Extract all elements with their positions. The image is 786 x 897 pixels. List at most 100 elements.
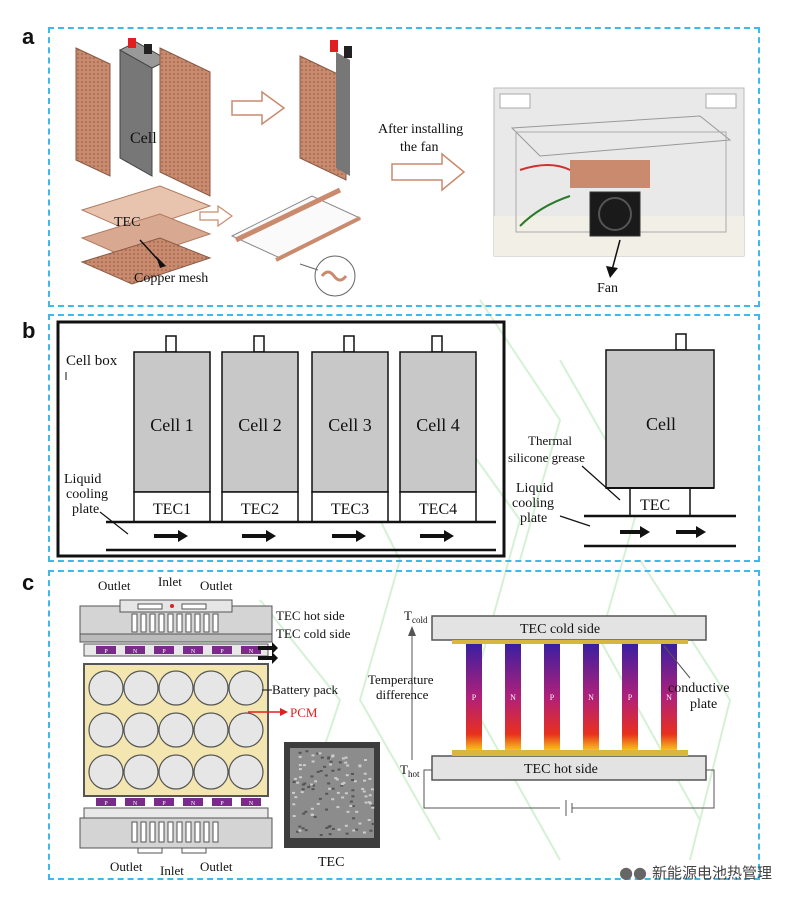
right-lcp-line1: Liquid bbox=[516, 481, 553, 496]
battery-cell bbox=[158, 670, 194, 706]
tec-block-1 bbox=[133, 491, 211, 523]
cell-body bbox=[118, 38, 170, 177]
pn-element bbox=[241, 646, 261, 654]
photo-texture bbox=[309, 783, 313, 786]
flow-arrow bbox=[242, 530, 276, 542]
photo-texture bbox=[303, 782, 307, 785]
photo-texture bbox=[328, 833, 332, 836]
photo-texture bbox=[329, 763, 333, 766]
photo-texture bbox=[293, 777, 297, 780]
fin bbox=[176, 821, 183, 843]
photo-texture bbox=[310, 813, 314, 816]
cell-label-3: Cell 3 bbox=[328, 415, 372, 435]
photo-texture bbox=[329, 760, 333, 763]
battery-cell bbox=[228, 670, 264, 706]
outlet-top-right: Outlet bbox=[200, 578, 233, 593]
conductive-line1: conductive bbox=[668, 681, 729, 696]
battery-cell bbox=[123, 670, 159, 706]
photo-texture bbox=[355, 810, 359, 813]
photo-texture bbox=[346, 810, 350, 813]
photo-texture bbox=[316, 752, 320, 755]
tec-label-3: TEC3 bbox=[331, 501, 369, 518]
outlet-bottom-left: Outlet bbox=[110, 859, 143, 874]
photo-texture bbox=[296, 830, 300, 833]
photo-texture bbox=[319, 769, 323, 772]
fin bbox=[158, 821, 165, 843]
photo-texture bbox=[337, 768, 341, 771]
fin bbox=[131, 613, 138, 633]
pcm-label: PCM bbox=[290, 705, 318, 720]
copper-plate-left bbox=[75, 47, 111, 177]
flow-arrows bbox=[154, 530, 454, 542]
photo-texture bbox=[338, 761, 342, 764]
photo-texture bbox=[350, 772, 354, 775]
tec-hot-side-label: TEC hot side bbox=[276, 608, 345, 623]
tec-leg-label: P bbox=[472, 693, 477, 702]
photo-texture bbox=[331, 769, 335, 772]
t-hot-label: Thot bbox=[400, 762, 420, 779]
pn-element bbox=[154, 646, 174, 654]
photo-texture bbox=[349, 800, 353, 803]
panel-b bbox=[48, 314, 760, 562]
photo-texture bbox=[323, 765, 327, 768]
photo-texture bbox=[344, 792, 348, 795]
photo-texture bbox=[314, 780, 318, 783]
pn-element bbox=[212, 798, 232, 806]
photo-texture bbox=[346, 764, 350, 767]
photo-texture bbox=[302, 764, 306, 767]
photo-texture bbox=[364, 795, 368, 798]
photo-texture bbox=[328, 787, 332, 790]
conductive-line2: plate bbox=[690, 697, 717, 712]
photo-texture bbox=[340, 784, 344, 787]
hollow-arrow-1 bbox=[231, 90, 286, 126]
tec-leg bbox=[505, 644, 521, 750]
photo-texture bbox=[298, 829, 302, 832]
flow-arrow bbox=[332, 530, 366, 542]
photo-texture bbox=[361, 787, 365, 790]
photo-texture bbox=[325, 792, 329, 795]
photo-texture bbox=[336, 806, 340, 809]
pn-label: N bbox=[191, 649, 196, 655]
photo-texture bbox=[345, 832, 349, 835]
photo-texture bbox=[311, 760, 315, 763]
battery-cell bbox=[158, 754, 194, 790]
photo-texture bbox=[364, 759, 368, 762]
outlet-bottom-right: Outlet bbox=[200, 859, 233, 874]
photo-texture bbox=[335, 778, 339, 781]
tec-label-2: TEC2 bbox=[241, 501, 279, 518]
tec-leg bbox=[466, 644, 482, 750]
cell-label-a: Cell bbox=[130, 130, 157, 147]
panel-c-label: c bbox=[22, 570, 35, 595]
fin bbox=[176, 613, 183, 633]
fin bbox=[167, 613, 174, 633]
photo-texture bbox=[300, 791, 304, 794]
watermark-text: 新能源电池热管理 bbox=[651, 864, 772, 882]
tec-photo-label: TEC bbox=[318, 855, 344, 870]
cell-body-2 bbox=[221, 351, 299, 493]
photo-texture bbox=[362, 831, 366, 834]
tec-label-1: TEC1 bbox=[153, 501, 191, 518]
fin bbox=[212, 613, 219, 633]
pn-label: N bbox=[133, 801, 138, 807]
photo-texture bbox=[351, 789, 355, 792]
fan-label: Fan bbox=[597, 281, 618, 296]
panel-a-label: a bbox=[22, 24, 35, 49]
photo-texture bbox=[294, 796, 298, 799]
assembled-cell bbox=[299, 40, 352, 181]
photo-texture bbox=[298, 764, 302, 767]
photo-texture bbox=[316, 770, 320, 773]
cell-box-label: Cell box bbox=[66, 353, 118, 369]
battery-cell bbox=[193, 670, 229, 706]
pn-element bbox=[241, 798, 261, 806]
photo-texture bbox=[311, 788, 315, 791]
pn-element bbox=[154, 798, 174, 806]
cell-label-1: Cell 1 bbox=[150, 415, 194, 435]
copper-mesh-label: Copper mesh bbox=[134, 271, 208, 286]
fin bbox=[212, 821, 219, 843]
photo-texture bbox=[331, 755, 335, 758]
pn-label: P bbox=[162, 649, 166, 655]
